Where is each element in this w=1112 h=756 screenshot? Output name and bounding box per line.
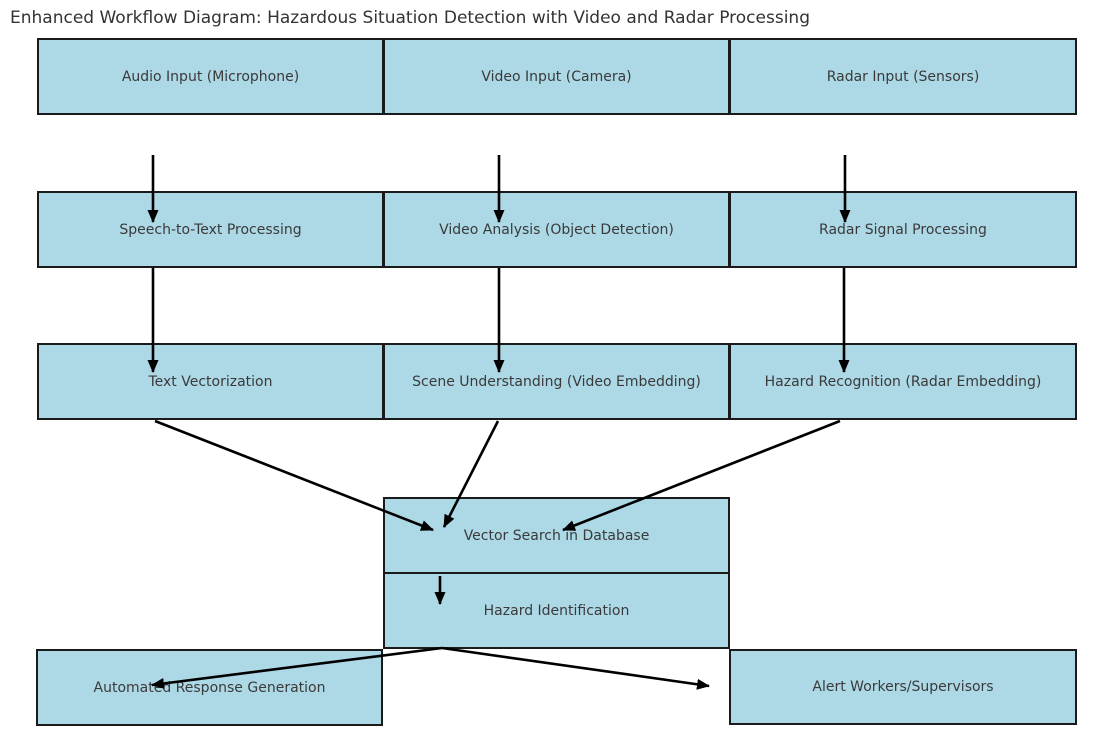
- node-label: Radar Input (Sensors): [826, 68, 980, 85]
- node-video-input: Video Input (Camera): [383, 38, 730, 115]
- node-alert-workers: Alert Workers/Supervisors: [729, 649, 1077, 725]
- node-label: Hazard Recognition (Radar Embedding): [764, 373, 1042, 390]
- node-label: Text Vectorization: [148, 373, 273, 390]
- node-vector-search: Vector Search in Database: [383, 497, 730, 574]
- node-label: Radar Signal Processing: [819, 221, 987, 238]
- node-label: Scene Understanding (Video Embedding): [412, 373, 701, 390]
- node-label: Audio Input (Microphone): [121, 68, 300, 85]
- arrow-identification-to-alert: [441, 646, 710, 690]
- node-automated-response: Automated Response Generation: [36, 649, 383, 726]
- node-hazard-identification: Hazard Identification: [383, 572, 730, 649]
- node-label: Alert Workers/Supervisors: [812, 679, 994, 695]
- node-hazard-recognition: Hazard Recognition (Radar Embedding): [729, 343, 1077, 420]
- node-label: Vector Search in Database: [463, 527, 650, 544]
- node-label: Speech-to-Text Processing: [119, 221, 302, 238]
- node-label: Hazard Identification: [483, 602, 630, 619]
- node-label: Video Input (Camera): [481, 68, 632, 85]
- node-video-analysis: Video Analysis (Object Detection): [383, 191, 730, 268]
- node-label: Automated Response Generation: [93, 679, 326, 696]
- node-radar-signal-processing: Radar Signal Processing: [729, 191, 1077, 268]
- node-radar-input: Radar Input (Sensors): [729, 38, 1077, 115]
- node-label: Video Analysis (Object Detection): [439, 221, 674, 238]
- node-text-vectorization: Text Vectorization: [37, 343, 384, 420]
- diagram-title: Enhanced Workflow Diagram: Hazardous Sit…: [10, 8, 810, 28]
- node-speech-to-text: Speech-to-Text Processing: [37, 191, 384, 268]
- node-audio-input: Audio Input (Microphone): [37, 38, 384, 115]
- node-scene-understanding: Scene Understanding (Video Embedding): [383, 343, 730, 420]
